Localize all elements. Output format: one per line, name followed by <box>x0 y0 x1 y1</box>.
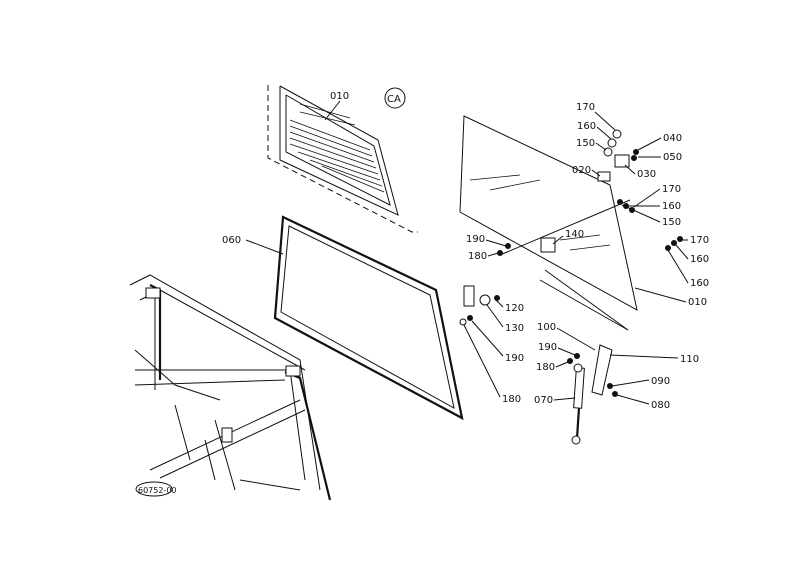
callout-160c: 160 <box>690 254 709 265</box>
callout-130: 130 <box>505 323 524 334</box>
callout-080: 080 <box>651 400 670 411</box>
callout-170b: 170 <box>662 184 681 195</box>
callout-060: 060 <box>222 235 241 246</box>
callout-150a: 150 <box>576 138 595 149</box>
callout-ca: CA <box>387 94 401 105</box>
reference-code: 60752-00 <box>138 486 177 495</box>
callout-160d: 160 <box>690 278 709 289</box>
callout-010-right: 010 <box>688 297 707 308</box>
callout-190c: 190 <box>538 342 557 353</box>
callout-110: 110 <box>680 354 699 365</box>
ca-circle-marker <box>384 87 406 109</box>
callout-180b: 180 <box>502 394 521 405</box>
callout-020: 020 <box>572 165 591 176</box>
callout-150b: 150 <box>662 217 681 228</box>
callout-170c: 170 <box>690 235 709 246</box>
callout-180a: 180 <box>468 251 487 262</box>
callout-170a: 170 <box>576 102 595 113</box>
callout-190b: 190 <box>505 353 524 364</box>
reference-code-oval <box>135 481 173 497</box>
callout-010-top: 010 <box>330 91 349 102</box>
callout-160b: 160 <box>662 201 681 212</box>
callout-100: 100 <box>537 322 556 333</box>
lock-handle-hardware <box>459 237 556 326</box>
callout-050: 050 <box>663 152 682 163</box>
callout-030: 030 <box>637 169 656 180</box>
callout-160a: 160 <box>577 121 596 132</box>
callout-040: 040 <box>663 133 682 144</box>
cab-frame <box>129 274 332 501</box>
callout-070: 070 <box>534 395 553 406</box>
window-gasket-060 <box>273 215 464 421</box>
callout-180c: 180 <box>536 362 555 373</box>
rear-glass-panel <box>459 115 638 331</box>
callout-140: 140 <box>565 229 584 240</box>
gas-strut-assembly <box>539 279 629 445</box>
callout-090: 090 <box>651 376 670 387</box>
callout-190a: 190 <box>466 234 485 245</box>
inset-window-panel <box>267 85 418 233</box>
callout-120: 120 <box>505 303 524 314</box>
